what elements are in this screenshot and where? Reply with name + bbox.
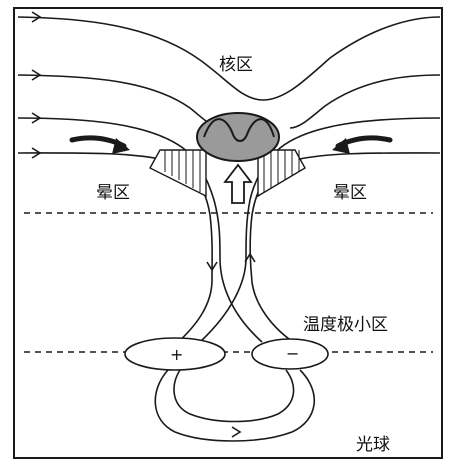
- minus-sign: −: [286, 344, 299, 363]
- plus-sign: +: [170, 345, 183, 364]
- label-penumbra-left: 晕区: [96, 183, 130, 203]
- loop-arrowhead-icon: [232, 427, 240, 437]
- label-photosphere: 光球: [356, 435, 390, 455]
- field-line-2-right: [290, 75, 440, 128]
- inflow-arrow-right-icon: [332, 138, 390, 154]
- label-core: 核区: [219, 55, 253, 75]
- inflow-arrow-left-icon: [72, 138, 130, 154]
- penumbra-hatching-right: [258, 150, 305, 196]
- lower-loop-inner: [174, 370, 294, 422]
- penumbra-hatching-left: [150, 150, 206, 196]
- diagram-border: [14, 8, 442, 458]
- label-penumbra-right: 晕区: [333, 183, 367, 203]
- core-blob: [197, 113, 279, 161]
- label-temperature-minimum: 温度极小区: [303, 315, 388, 335]
- upflow-arrow-icon: [225, 165, 251, 203]
- field-line-2-left: [18, 75, 222, 128]
